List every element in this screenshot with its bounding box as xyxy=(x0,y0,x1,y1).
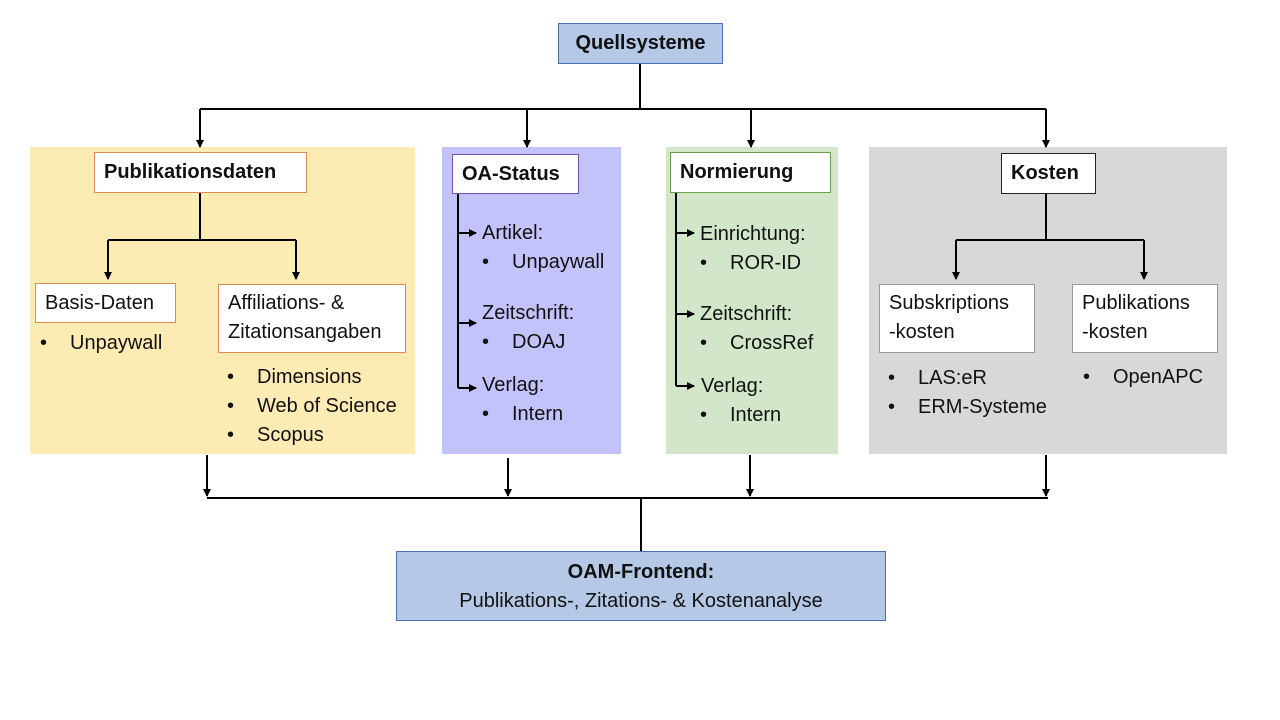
oa-group-item-label: DOAJ xyxy=(512,331,566,353)
bullet-dot: • xyxy=(700,332,708,354)
subskriptionskosten-item-label: LAS:eR xyxy=(918,367,987,389)
basis-daten-item-label: Unpaywall xyxy=(70,332,163,354)
affiliations-item-label: Dimensions xyxy=(257,366,362,388)
bullet-dot: • xyxy=(700,404,708,426)
subskriptionskosten-item: • LAS:eR xyxy=(888,364,987,393)
norm-group-item: • CrossRef xyxy=(700,329,813,358)
oa-group-item: • Unpaywall xyxy=(482,248,604,277)
subskriptionskosten-box: Subskriptions -kosten xyxy=(879,284,1035,353)
affiliations-item-label: Web of Science xyxy=(257,395,397,417)
subskriptionskosten-item: • ERM-Systeme xyxy=(888,393,1047,422)
subskriptionskosten-item-label: ERM-Systeme xyxy=(918,396,1047,418)
normierung-header: Normierung xyxy=(670,152,831,193)
oam-frontend-title: OAM-Frontend: xyxy=(567,561,715,583)
subskriptionskosten-line2: -kosten xyxy=(889,321,955,343)
publikationskosten-line2: -kosten xyxy=(1082,321,1148,343)
oa-group-label: Zeitschrift: xyxy=(482,302,575,324)
oa-group-label: Verlag: xyxy=(482,374,545,396)
norm-group-item: • ROR-ID xyxy=(700,249,801,278)
norm-group-label: Zeitschrift: xyxy=(700,303,793,325)
subskriptionskosten-line1: Subskriptions xyxy=(889,292,1010,314)
oa-group-item-label: Unpaywall xyxy=(512,251,605,273)
publikationskosten-item: • OpenAPC xyxy=(1083,363,1203,392)
norm-group-label: Verlag: xyxy=(701,375,764,397)
oam-frontend-box: OAM-Frontend: Publikations-, Zitations- … xyxy=(396,551,886,621)
norm-group-item-label: Intern xyxy=(730,404,782,426)
kosten-title: Kosten xyxy=(1011,162,1079,184)
affiliations-item-label: Scopus xyxy=(257,424,324,446)
bullet-dot: • xyxy=(227,395,235,417)
oa-status-header: OA-Status xyxy=(452,154,579,194)
norm-group-label: Einrichtung: xyxy=(700,223,806,245)
bullet-dot: • xyxy=(888,367,896,389)
affiliations-line2: Zitationsangaben xyxy=(228,321,382,343)
affiliations-line1: Affiliations- & xyxy=(228,292,345,314)
norm-group-item-label: CrossRef xyxy=(730,332,814,354)
bullet-dot: • xyxy=(482,331,490,353)
basis-daten-box: Basis-Daten xyxy=(35,283,176,323)
bullet-dot: • xyxy=(1083,366,1091,388)
publikationskosten-line1: Publikations xyxy=(1082,292,1190,314)
publikationskosten-item-label: OpenAPC xyxy=(1113,366,1204,388)
oam-frontend-subtitle: Publikations-, Zitations- & Kostenanalys… xyxy=(459,590,823,612)
oa-status-title: OA-Status xyxy=(462,163,560,185)
affiliations-item: • Scopus xyxy=(227,421,324,450)
oa-status-panel xyxy=(442,147,621,454)
oa-group-label: Artikel: xyxy=(482,222,544,244)
bullet-dot: • xyxy=(40,332,48,354)
basis-daten-title: Basis-Daten xyxy=(45,292,154,314)
kosten-header: Kosten xyxy=(1001,153,1096,194)
bullet-dot: • xyxy=(700,252,708,274)
normierung-panel xyxy=(666,147,838,454)
bullet-dot: • xyxy=(227,366,235,388)
oa-group-item-label: Intern xyxy=(512,403,564,425)
oa-group-item: • DOAJ xyxy=(482,328,565,357)
publikationsdaten-title: Publikationsdaten xyxy=(104,161,277,183)
publikationskosten-box: Publikations -kosten xyxy=(1072,284,1218,353)
affiliations-box: Affiliations- & Zitationsangaben xyxy=(218,284,406,353)
bullet-dot: • xyxy=(482,251,490,273)
oa-group-item: • Intern xyxy=(482,400,563,429)
bullet-dot: • xyxy=(227,424,235,446)
normierung-title: Normierung xyxy=(680,161,794,183)
publikationsdaten-header: Publikationsdaten xyxy=(94,152,307,193)
bullet-dot: • xyxy=(482,403,490,425)
basis-daten-item: • Unpaywall xyxy=(40,329,162,358)
affiliations-item: • Dimensions xyxy=(227,363,361,392)
quellsysteme-box: Quellsysteme xyxy=(558,23,723,64)
norm-group-item: • Intern xyxy=(700,401,781,430)
quellsysteme-title: Quellsysteme xyxy=(575,32,706,54)
affiliations-item: • Web of Science xyxy=(227,392,397,421)
norm-group-item-label: ROR-ID xyxy=(730,252,802,274)
bullet-dot: • xyxy=(888,396,896,418)
